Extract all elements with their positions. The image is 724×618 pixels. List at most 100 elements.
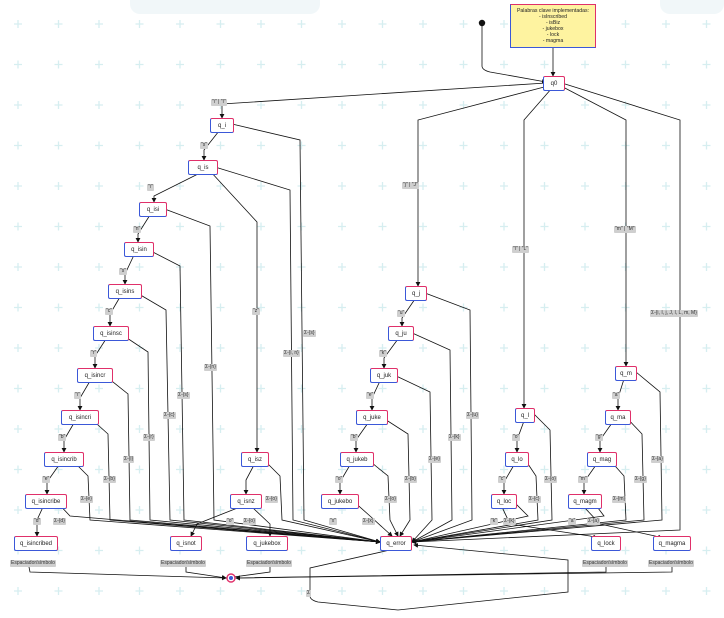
state-q_isinsc: q_isinsc: [93, 326, 129, 341]
state-q_isincri: q_isincri: [61, 410, 99, 425]
error-label: Σ-{r}: [143, 434, 155, 441]
transition-label: "e": [42, 476, 51, 483]
error-label: Σ-{o}: [384, 496, 397, 503]
state-q_is: q_is: [188, 160, 218, 175]
final-state-dot: [229, 576, 233, 580]
transition-label: "r": [90, 350, 98, 357]
state-q_isincr: q_isincr: [77, 368, 113, 383]
state-q_magm: q_magm: [568, 494, 602, 509]
transition-label: "l" | "L": [512, 246, 530, 253]
error-label: Σ-{e}: [428, 456, 441, 463]
transition-label: "j" | "J": [402, 182, 419, 189]
state-q_isin: q_isin: [124, 242, 154, 257]
error-label: Σ-{n}: [204, 364, 217, 371]
transition-label: "b": [350, 434, 359, 441]
state-q0: q0: [543, 76, 565, 91]
state-q_isz: q_isz: [241, 452, 269, 467]
error-label: Σ-{c}: [528, 496, 541, 503]
error-label: Σ-{b}: [404, 476, 417, 483]
state-q_jukebox: q_jukebox: [246, 536, 288, 551]
error-label: Σ-{m}: [612, 496, 627, 503]
state-q_juk: q_juk: [370, 368, 398, 383]
error-label: Σ-{c}: [163, 412, 176, 419]
note-line: - isInscribed: [539, 14, 567, 20]
transition-label: "o": [512, 434, 521, 441]
note-line: - isBiz: [545, 20, 561, 26]
note-line: - jukebox: [542, 26, 564, 32]
note-line: Palabras clave implementadas:: [516, 8, 590, 14]
final-label: Espaciador/símbolo: [10, 560, 56, 567]
initial-state-marker: [478, 19, 486, 27]
state-q_i: q_i: [210, 118, 234, 133]
state-q_isincribe: q_isincribe: [25, 494, 67, 509]
keywords-note: Palabras clave implementadas: - isInscri…: [510, 4, 596, 48]
error-label: Σ-{x}: [362, 518, 375, 525]
state-q_isincribed: q_isincribed: [14, 536, 58, 551]
state-q_ma: q_ma: [605, 410, 631, 425]
state-q_isnot: q_isnot: [170, 536, 202, 551]
state-q_juke: q_juke: [356, 410, 388, 425]
transition-label: "d": [33, 518, 42, 525]
final-label: Espaciador/símbolo: [648, 560, 694, 567]
transition-label: "i" | "I": [211, 99, 227, 106]
transition-label: "k": [490, 518, 499, 525]
final-label: Espaciador/símbolo: [160, 560, 206, 567]
error-label: Σ-{s}: [177, 392, 190, 399]
error-label: Σ-{k}: [503, 518, 516, 525]
error-label: Σ-{b}: [103, 476, 116, 483]
error-label: Σ-{g}: [634, 476, 647, 483]
transition-label: "c": [498, 476, 507, 483]
loop-label: Σ: [306, 590, 312, 597]
transition-label: "c": [105, 308, 114, 315]
transition-label: "m" | "M": [614, 226, 636, 233]
transition-label: "a": [568, 518, 577, 525]
transition-label: "z": [252, 308, 261, 315]
error-label: Σ-{i, n}: [283, 350, 300, 357]
state-q_isins: q_isins: [108, 284, 142, 299]
error-label: Σ-{i}: [123, 456, 135, 463]
state-q_error: q_error: [380, 536, 412, 551]
state-q_ju: q_ju: [388, 326, 414, 341]
error-label: Σ-{s}: [303, 330, 316, 337]
transition-label: "e": [366, 392, 375, 399]
transition-label: "i": [147, 184, 154, 191]
error-label: Σ-{a}: [651, 456, 664, 463]
error-label: Σ-{a}: [587, 518, 600, 525]
transition-label: "a": [612, 392, 621, 399]
transition-label: "x": [329, 518, 338, 525]
state-q_isi: q_isi: [139, 202, 167, 217]
state-q_lo: q_lo: [505, 452, 529, 467]
transition-label: "k": [379, 350, 388, 357]
transition-label: Σ-{i, I, j, J, l, L, m, M}: [650, 310, 698, 317]
error-label: Σ-{o}: [265, 496, 278, 503]
state-q_lock: q_lock: [591, 536, 621, 551]
state-q_loc: q_loc: [491, 494, 517, 509]
transition-label: "s": [119, 268, 128, 275]
error-label: Σ-{e}: [80, 496, 93, 503]
error-label: Σ-{u}: [466, 412, 479, 419]
final-label: Espaciador/símbolo: [246, 560, 292, 567]
transition-label: "i": [74, 392, 81, 399]
transition-label: "s": [200, 142, 209, 149]
error-label: Σ-{o}: [544, 476, 557, 483]
state-q_j: q_j: [405, 286, 427, 301]
state-q_mag: q_mag: [587, 452, 617, 467]
state-q_jukebo: q_jukebo: [321, 494, 359, 509]
error-label: Σ-{d}: [53, 518, 66, 525]
state-q_l: q_l: [515, 408, 535, 423]
final-label: Espaciador/símbolo: [582, 560, 628, 567]
transition-label: "n": [133, 226, 142, 233]
state-q_m: q_m: [615, 366, 637, 381]
transition-label: "o": [226, 518, 235, 525]
transition-label: "b": [58, 434, 67, 441]
transition-label: "u": [397, 310, 406, 317]
error-label: Σ-{o}: [243, 518, 256, 525]
error-label: Σ-{k}: [448, 434, 461, 441]
state-q_magma: q_magma: [653, 536, 691, 551]
note-line: - magma: [542, 38, 564, 44]
note-line: - lock: [546, 32, 560, 38]
state-q_jukeb: q_jukeb: [340, 452, 374, 467]
transition-label: "m": [578, 476, 588, 483]
state-q_isincrib: q_isincrib: [44, 452, 84, 467]
